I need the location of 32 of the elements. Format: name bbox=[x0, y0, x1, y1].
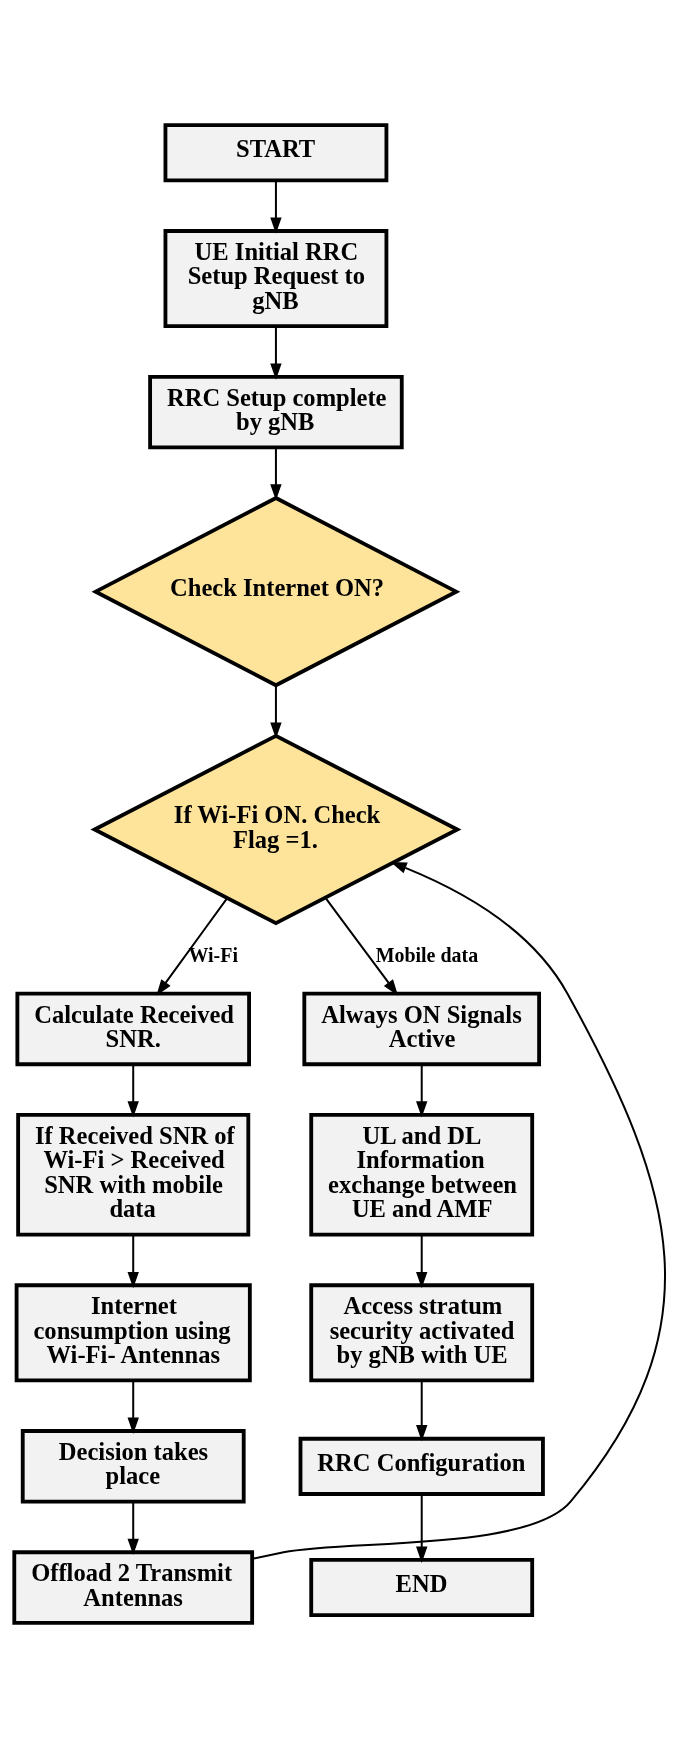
arrow bbox=[270, 325, 282, 380]
node-box: UL and DL Information exchange between UE and AMF bbox=[309, 1113, 535, 1237]
edge-label: Mobile data bbox=[375, 944, 479, 967]
arrow bbox=[156, 897, 229, 996]
arrow bbox=[416, 1493, 428, 1563]
arrow bbox=[127, 1233, 139, 1289]
arrow bbox=[416, 1379, 428, 1442]
node-box: START bbox=[163, 123, 389, 183]
edge-label: Wi-Fi bbox=[188, 944, 238, 967]
node-box: RRC Configuration bbox=[298, 1436, 545, 1496]
node-box: Internet consumption using Wi-Fi- Antennas bbox=[14, 1283, 252, 1383]
arrow bbox=[416, 1063, 428, 1118]
arrow bbox=[324, 897, 399, 996]
node-box: Always ON Signals Active bbox=[302, 991, 542, 1067]
arrow bbox=[416, 1233, 428, 1289]
node-diamond: If Wi-Fi ON. Check Flag =1. bbox=[90, 733, 462, 926]
node-diamond: Check Internet ON? bbox=[91, 495, 461, 688]
arrow bbox=[127, 1379, 139, 1434]
node-box: UE Initial RRC Setup Request to gNB bbox=[163, 229, 389, 329]
node-box: END bbox=[309, 1558, 535, 1618]
arrow bbox=[270, 684, 282, 739]
node-box: Access stratum security activated by gNB with UE bbox=[309, 1283, 535, 1383]
arrow bbox=[127, 1501, 139, 1555]
arrow bbox=[270, 446, 282, 501]
node-box: If Received SNR of Wi-Fi > Received SNR with mobile data bbox=[16, 1113, 251, 1237]
node-box: Offload 2 Transmit Antennas bbox=[12, 1550, 255, 1625]
node-box: RRC Setup complete by gNB bbox=[148, 374, 404, 450]
arrow bbox=[270, 179, 282, 234]
arrow bbox=[251, 862, 666, 1560]
arrow bbox=[127, 1063, 139, 1118]
node-box: Calculate Received SNR. bbox=[15, 991, 251, 1067]
node-box: Decision takes place bbox=[20, 1429, 246, 1504]
